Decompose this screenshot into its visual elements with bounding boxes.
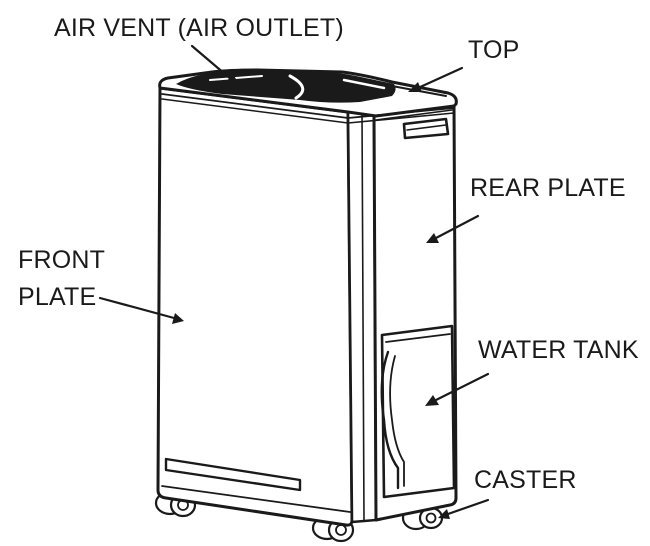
label-top: TOP bbox=[468, 36, 520, 64]
water-tank-panel bbox=[380, 324, 456, 499]
arrow-rear-plate bbox=[434, 214, 480, 240]
dehumidifier-body bbox=[156, 68, 458, 527]
label-caster: CASTER bbox=[474, 466, 577, 494]
bottom-vent-slot bbox=[164, 457, 302, 492]
arrow-caster bbox=[446, 498, 490, 516]
label-rear-plate: REAR PLATE bbox=[470, 174, 626, 202]
front-plate-panel bbox=[156, 86, 354, 527]
arrow-water-tank bbox=[434, 372, 490, 402]
leader-lines bbox=[98, 44, 490, 519]
label-front-plate-line1: FRONT bbox=[18, 246, 105, 274]
arrow-air-vent bbox=[190, 44, 234, 82]
label-air-vent: AIR VENT (AIR OUTLET) bbox=[54, 14, 344, 42]
arrow-top bbox=[416, 66, 464, 90]
handle bbox=[402, 117, 450, 140]
arrow-front-plate bbox=[98, 296, 176, 320]
label-front-plate-line2: PLATE bbox=[18, 283, 96, 311]
label-water-tank: WATER TANK bbox=[478, 336, 639, 364]
